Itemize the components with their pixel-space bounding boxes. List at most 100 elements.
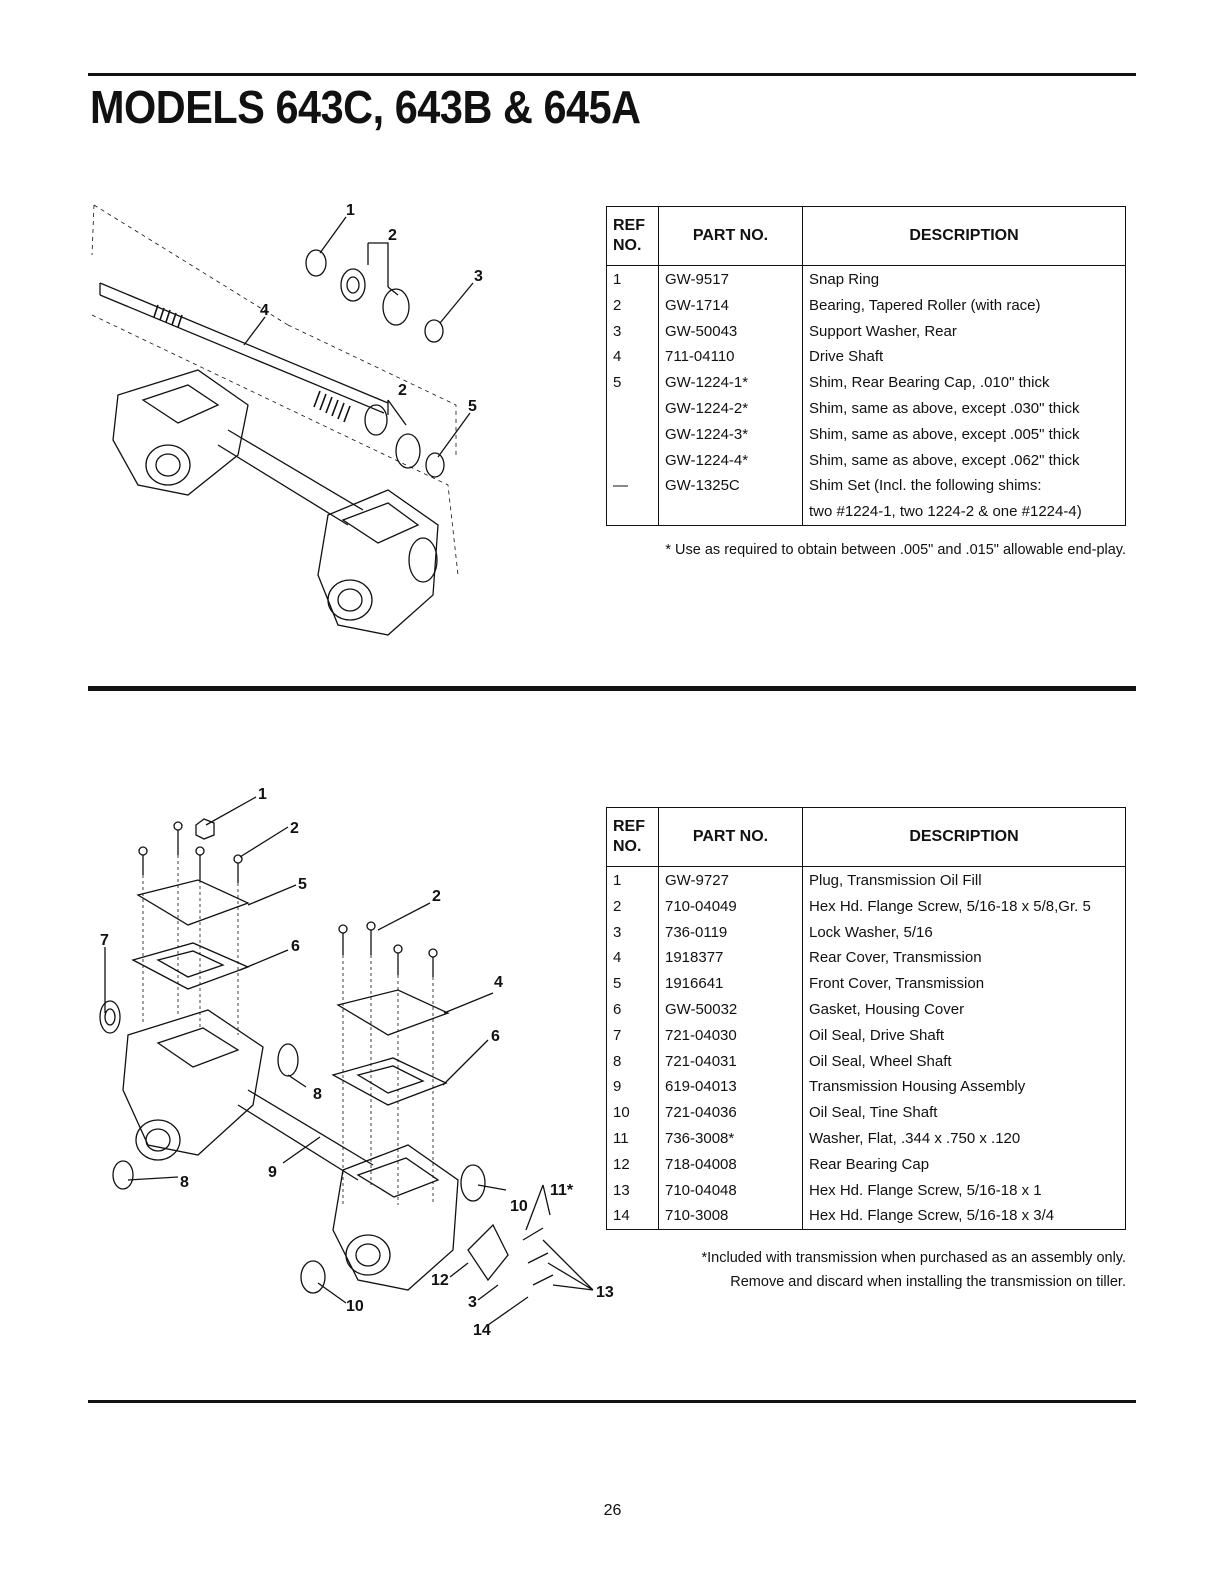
callout-14: 14 (473, 1322, 491, 1339)
callout-1: 1 (346, 202, 355, 219)
description-cell: Transmission Housing Assembly (802, 1074, 1126, 1101)
callout-4: 4 (260, 302, 269, 319)
ref-no-cell: 10 (606, 1100, 659, 1126)
ref-no-cell: 4 (606, 945, 659, 972)
table-row: GW-1224-2*Shim, same as above, except .0… (606, 395, 1126, 422)
part-no-cell: 721-04030 (658, 1022, 803, 1049)
description-cell: Shim, same as above, except .030" thick (802, 395, 1126, 422)
callout-8b: 8 (180, 1174, 189, 1191)
part-no-cell: 721-04036 (658, 1100, 803, 1126)
ref-no-cell (606, 447, 659, 474)
ref-no-cell: 11 (606, 1125, 659, 1152)
callout-13: 13 (596, 1284, 614, 1301)
callout-12: 12 (431, 1272, 449, 1289)
description-cell: Snap Ring (802, 265, 1126, 293)
table-row: two #1224-1, two 1224-2 & one #1224-4) (606, 499, 1126, 526)
page-title: MODELS 643C, 643B & 645A (90, 81, 641, 133)
ref-no-cell: 1 (606, 265, 659, 293)
part-no-cell: GW-1224-1* (658, 370, 803, 396)
ref-no-cell: 2 (606, 893, 659, 920)
part-no-cell: GW-1714 (658, 292, 803, 319)
part-no-cell: 736-0119 (658, 919, 803, 946)
ref-no-cell: 8 (606, 1048, 659, 1075)
callout-2: 2 (290, 820, 299, 837)
ref-no-cell: 5 (606, 971, 659, 997)
ref-no-cell: — (606, 473, 659, 500)
description-cell: Washer, Flat, .344 x .750 x .120 (802, 1125, 1126, 1152)
description-cell: Shim Set (Incl. the following shims: (802, 473, 1126, 500)
description-header: DESCRIPTION (802, 206, 1126, 266)
ref-no-cell: 13 (606, 1177, 659, 1204)
page-number: 26 (603, 1502, 622, 1519)
ref-no-cell: 12 (606, 1151, 659, 1178)
part-no-cell: 1916641 (658, 971, 803, 997)
description-cell: Oil Seal, Tine Shaft (802, 1100, 1126, 1126)
callout-9: 9 (268, 1164, 277, 1181)
transmission-exploded-diagram: 1 2 5 2 7 6 4 6 8 8 9 11* 10 12 13 3 10 … (88, 785, 628, 1345)
table-row: GW-1224-3*Shim, same as above, except .0… (606, 421, 1126, 448)
ref-no-cell: 14 (606, 1203, 659, 1230)
part-no-cell: GW-9727 (658, 866, 803, 894)
part-no-cell: GW-1224-2* (658, 395, 803, 422)
ref-no-cell: 3 (606, 318, 659, 345)
part-no-cell: 1918377 (658, 945, 803, 972)
ref-no-cell: 3 (606, 919, 659, 946)
callout-6b: 6 (491, 1028, 500, 1045)
description-cell: Drive Shaft (802, 344, 1126, 371)
callout-10: 10 (510, 1198, 528, 1215)
description-cell: Hex Hd. Flange Screw, 5/16-18 x 3/4 (802, 1203, 1126, 1230)
footnote-1: * Use as required to obtain between .005… (665, 542, 1126, 558)
bottom-rule (88, 1400, 1136, 1403)
callout-2b: 2 (432, 888, 441, 905)
footnote-2: *Included with transmission when purchas… (702, 1246, 1126, 1294)
callout-2: 2 (388, 227, 397, 244)
ref-no-cell: 4 (606, 344, 659, 371)
footnote-2-line2: Remove and discard when installing the t… (730, 1274, 1126, 1290)
description-cell: Support Washer, Rear (802, 318, 1126, 345)
part-no-cell: 711-04110 (658, 344, 803, 371)
callout-6: 6 (291, 938, 300, 955)
ref-no-cell (606, 421, 659, 448)
description-cell: Oil Seal, Wheel Shaft (802, 1048, 1126, 1075)
ref-no-cell: 7 (606, 1022, 659, 1049)
description-cell: Shim, Rear Bearing Cap, .010" thick (802, 370, 1126, 396)
description-cell: two #1224-1, two 1224-2 & one #1224-4) (802, 499, 1126, 526)
part-no-cell: 710-04049 (658, 893, 803, 920)
callout-3: 3 (468, 1294, 477, 1311)
callout-8: 8 (313, 1086, 322, 1103)
callout-5: 5 (298, 876, 307, 893)
part-no-cell: 721-04031 (658, 1048, 803, 1075)
ref-no-cell: 5 (606, 370, 659, 396)
part-no-header: PART NO. (658, 206, 803, 266)
section-divider (88, 686, 1136, 691)
part-no-header: PART NO. (658, 807, 803, 867)
ref-no-cell: 6 (606, 996, 659, 1023)
ref-no-cell: 1 (606, 866, 659, 894)
part-no-cell: 619-04013 (658, 1074, 803, 1101)
description-cell: Rear Bearing Cap (802, 1151, 1126, 1178)
ref-no-cell: 9 (606, 1074, 659, 1101)
callout-5: 5 (468, 398, 477, 415)
description-cell: Hex Hd. Flange Screw, 5/16-18 x 1 (802, 1177, 1126, 1204)
callout-2b: 2 (398, 382, 407, 399)
part-no-cell: 736-3008* (658, 1125, 803, 1152)
description-cell: Rear Cover, Transmission (802, 945, 1126, 972)
description-cell: Bearing, Tapered Roller (with race) (802, 292, 1126, 319)
callout-1: 1 (258, 786, 267, 803)
